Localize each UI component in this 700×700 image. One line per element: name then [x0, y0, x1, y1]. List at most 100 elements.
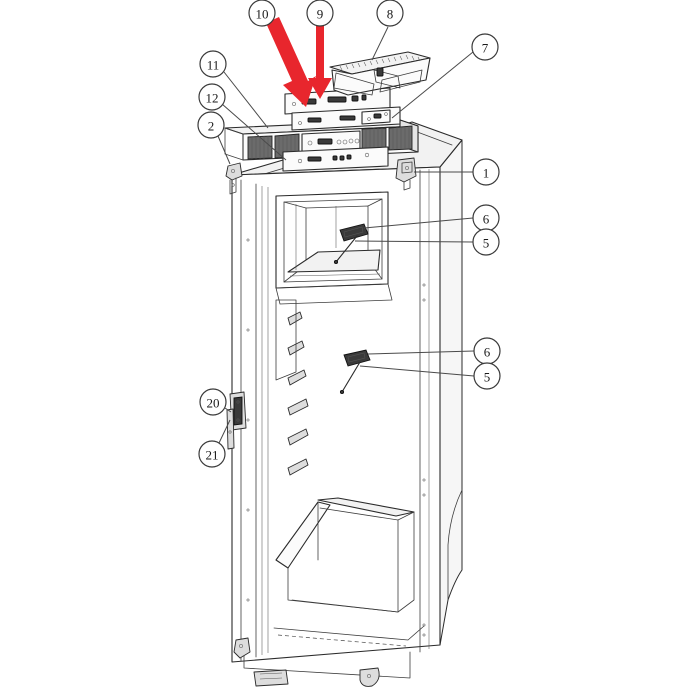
louver-cell-left — [333, 72, 375, 96]
callout-5-upper-label: 5 — [483, 236, 490, 251]
leader-6-upper — [363, 217, 474, 229]
control-panel-indicators — [307, 138, 360, 146]
side-panel-cutout — [447, 489, 463, 601]
freezer-shelf-edge — [289, 273, 381, 277]
callout-7[interactable]: 7 — [471, 33, 499, 61]
callout-8[interactable]: 8 — [376, 0, 404, 27]
rail-screw-marks — [246, 238, 426, 637]
control-panel-right-grille — [361, 125, 413, 152]
leader-11 — [223, 71, 269, 129]
hinge-plate-20-core — [233, 396, 243, 426]
callout-11[interactable]: 11 — [199, 50, 227, 78]
leader-2 — [217, 135, 231, 165]
callout-9[interactable]: 9 — [306, 0, 334, 27]
callout-5-lower[interactable]: 5 — [473, 362, 501, 390]
hinge-bracket-1-detail — [401, 161, 413, 174]
callout-10-label: 10 — [256, 7, 269, 22]
callout-9-label: 9 — [317, 7, 324, 22]
callout-20-label: 20 — [207, 396, 220, 411]
bottom-shelf-dashed — [277, 634, 407, 647]
control-mount-clip — [361, 109, 391, 125]
leader-5-upper — [354, 240, 474, 243]
louver-front-faces — [331, 57, 431, 96]
hinge-bracket-2-stem — [229, 177, 237, 195]
leveling-foot-center-detail — [259, 672, 283, 680]
callout-5-lower-label: 5 — [484, 370, 491, 385]
callout-2-label: 2 — [208, 119, 215, 134]
door-hinge-plate-assembly — [226, 391, 247, 450]
freezer-front-opening — [275, 191, 389, 289]
leveling-foot-left — [233, 637, 251, 659]
top-hinge-bracket — [395, 157, 417, 191]
cabinet-body — [231, 121, 463, 679]
bottom-shelf-front — [273, 625, 425, 641]
leader-8 — [371, 26, 389, 61]
shelf-clip-lower — [343, 349, 371, 367]
callout-6-lower-label: 6 — [484, 345, 491, 360]
callout-21-label: 21 — [206, 448, 219, 463]
control-panel-left-end — [224, 127, 244, 161]
callout-5-upper[interactable]: 5 — [472, 228, 500, 256]
callout-12-label: 12 — [206, 91, 219, 106]
red-annotation-arrows — [266, 17, 332, 107]
callout-2[interactable]: 2 — [197, 111, 225, 139]
callout-20[interactable]: 20 — [199, 388, 227, 416]
crisper-front-panel — [275, 501, 331, 569]
display-module-marks — [292, 94, 367, 106]
shelf-clip-upper — [339, 223, 369, 242]
callout-7-label: 7 — [482, 41, 489, 56]
leader-lines — [217, 26, 475, 444]
cabinet-front-face — [231, 166, 441, 663]
freezer-lower-skirt — [275, 283, 393, 305]
leader-21 — [218, 419, 231, 444]
louver-cell-right — [379, 69, 423, 93]
louver-ribs — [339, 54, 421, 71]
cabinet-bottom-section — [243, 625, 425, 679]
callout-1[interactable]: 1 — [472, 158, 500, 186]
shelf-pin-lower — [341, 361, 361, 393]
shelf-hardware-lower — [339, 349, 371, 395]
hinge-pin-bracket-21 — [226, 408, 235, 450]
door-liner-panel-upper — [275, 299, 297, 381]
hinge-bracket-1-plate — [395, 157, 417, 183]
left-hinge-bracket — [225, 162, 243, 195]
callout-21[interactable]: 21 — [198, 440, 226, 468]
leader-6-lower — [367, 350, 475, 355]
callout-1-label: 1 — [483, 166, 490, 181]
shelf-clip-upper-slot — [343, 226, 364, 238]
callout-8-label: 8 — [387, 7, 394, 22]
leveling-foot-center — [253, 669, 289, 687]
leader-7 — [391, 51, 474, 119]
leveling-foot-right — [359, 667, 380, 687]
leader-20 — [224, 407, 232, 413]
trim-strip-marks — [297, 152, 370, 164]
leader-12 — [221, 103, 287, 161]
callout-10[interactable]: 10 — [248, 0, 276, 27]
hinge-bracket-2-plate — [225, 162, 243, 181]
red-arrow-9 — [308, 24, 332, 99]
freezer-top-recede-left — [283, 201, 307, 209]
leader-5-lower — [359, 365, 475, 377]
shelf-pin-upper — [335, 235, 358, 263]
louver-label — [376, 67, 384, 77]
freezer-shelf — [287, 249, 381, 273]
red-arrow-10 — [266, 17, 316, 107]
vent-louver-assembly — [329, 51, 431, 96]
freezer-compartment — [275, 191, 389, 289]
bottom-kick-plate — [243, 647, 411, 679]
hinge-bracket-1-tab — [403, 179, 411, 191]
mount-clip-marks — [367, 112, 388, 121]
callout-12[interactable]: 12 — [198, 83, 226, 111]
callout-6-upper[interactable]: 6 — [472, 204, 500, 232]
freezer-top-recede-right — [367, 198, 383, 207]
shelf-hardware-upper — [333, 223, 369, 265]
callout-6-lower[interactable]: 6 — [473, 337, 501, 365]
callout-bubbles: 10 9 8 7 11 12 — [197, 0, 501, 468]
crisper-drawer-assembly — [275, 497, 415, 613]
shelf-clip-lower-slot — [347, 352, 366, 363]
callout-6-upper-label: 6 — [483, 212, 490, 227]
cabinet-right-side-panel — [439, 139, 463, 646]
callout-11-label: 11 — [207, 58, 220, 73]
